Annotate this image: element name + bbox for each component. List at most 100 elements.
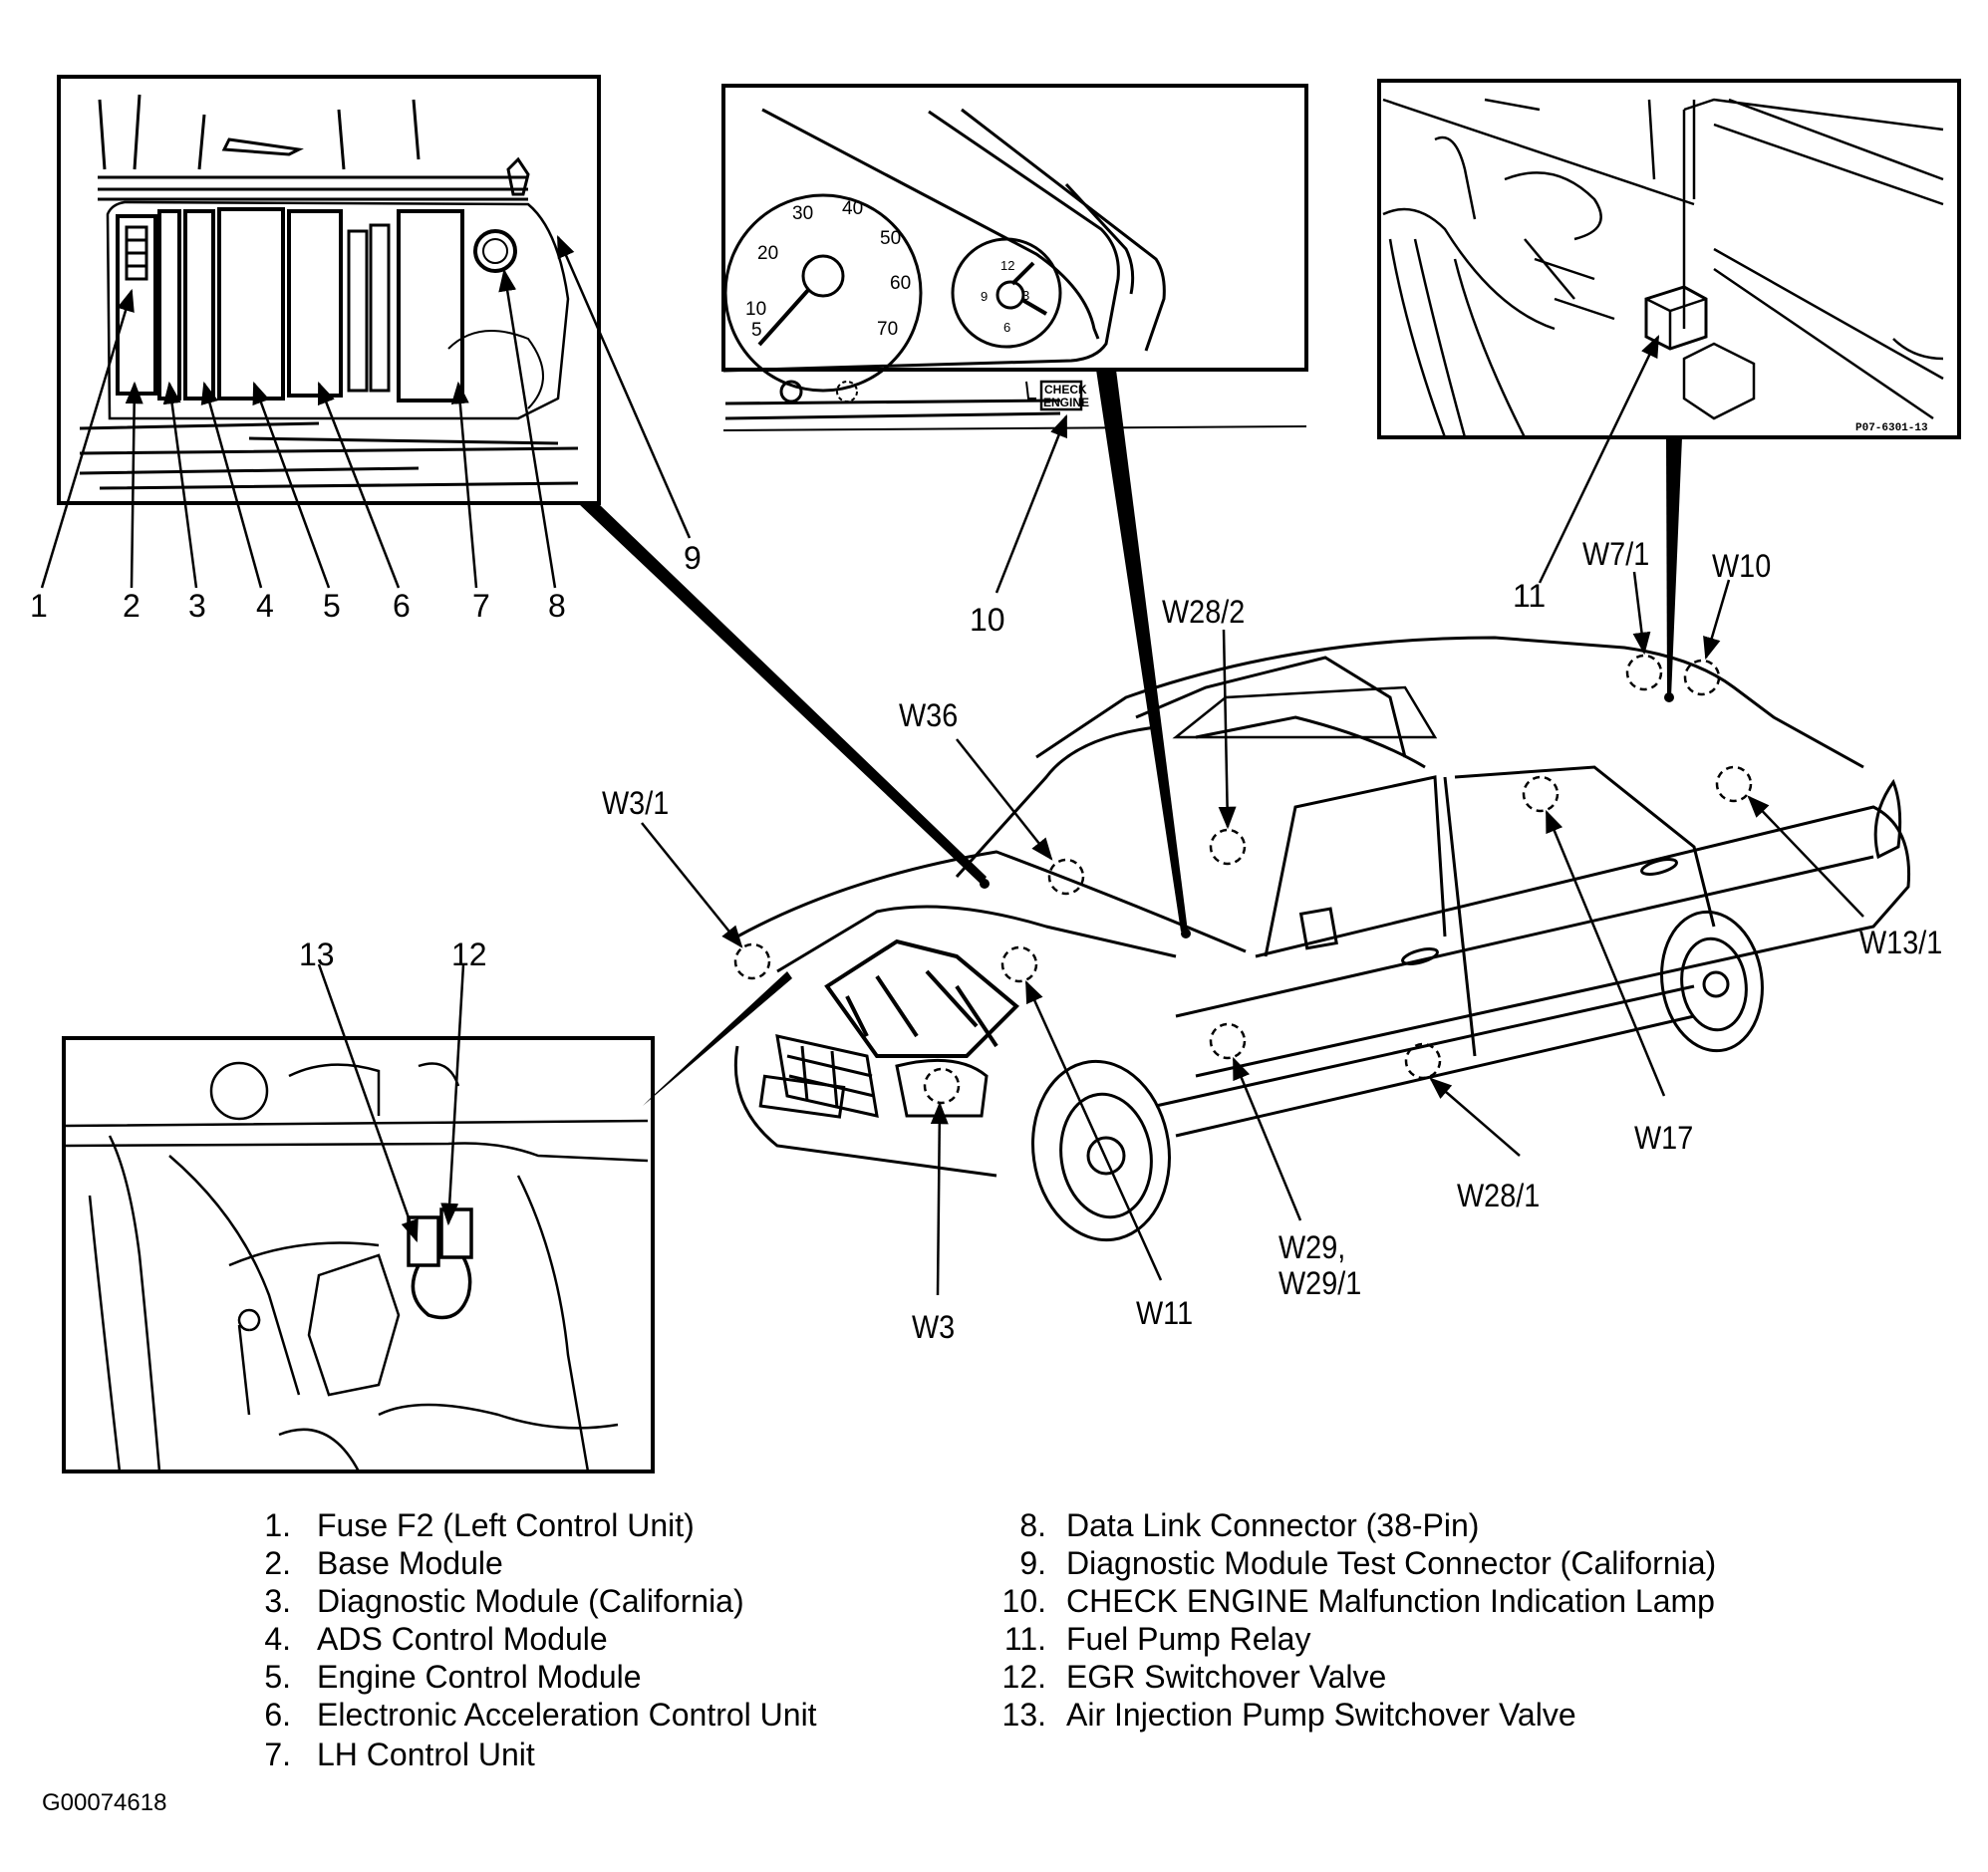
legend-text: Base Module <box>317 1545 503 1581</box>
callout-3: 3 <box>188 588 206 624</box>
relay-body <box>1644 285 1708 351</box>
marker-w10 <box>1683 659 1721 696</box>
label-w29-line1: W29, <box>1278 1229 1346 1265</box>
check-engine-line1: CHECK <box>1044 383 1087 397</box>
marker-w3-1 <box>733 942 771 980</box>
pointer-control-units <box>578 503 987 885</box>
marker-w29 <box>1209 1022 1247 1060</box>
connector-location-markers <box>733 654 1753 1105</box>
speedo-tick-60: 60 <box>890 273 911 294</box>
check-engine-lamp <box>1039 380 1083 411</box>
marker-w28-2 <box>1209 828 1247 866</box>
anchor-dot-control-units <box>980 879 990 889</box>
label-w36: W36 <box>899 697 959 733</box>
legend-text: Diagnostic Module Test Connector (Califo… <box>1066 1545 1717 1581</box>
legend-text: Electronic Acceleration Control Unit <box>317 1697 817 1733</box>
pointer-engine-bay <box>643 971 792 1106</box>
marker-w3 <box>923 1067 961 1105</box>
legend-number: 4. <box>264 1621 291 1657</box>
connector-leaders <box>641 571 1864 1296</box>
marker-w28-1 <box>1404 1042 1442 1080</box>
label-w3: W3 <box>912 1309 956 1345</box>
seatbelt-icon <box>1025 381 1036 400</box>
label-w11: W11 <box>1136 1295 1194 1331</box>
label-w28-2: W28/2 <box>1162 594 1246 630</box>
speedo-tick-50: 50 <box>880 228 901 249</box>
label-w13-1: W13/1 <box>1859 925 1943 960</box>
inset-frame <box>57 75 601 505</box>
legend-number: 2. <box>264 1545 291 1581</box>
abs-warning-icon <box>836 381 858 402</box>
marker-w7-1 <box>1625 654 1663 691</box>
legend-text: Diagnostic Module (California) <box>317 1583 744 1619</box>
legend-text: LH Control Unit <box>317 1737 535 1772</box>
legend-text: Data Link Connector (38-Pin) <box>1066 1507 1480 1543</box>
air-injection-valve <box>407 1215 440 1267</box>
inset-frame <box>62 1036 655 1473</box>
leader-11 <box>1538 334 1660 584</box>
speedo-tick-20: 20 <box>757 243 778 264</box>
legend-number: 11. <box>1003 1621 1046 1657</box>
figure-id: G00074618 <box>42 1789 167 1816</box>
legend-number: 7. <box>264 1737 291 1772</box>
clock-tick-3: 3 <box>1022 288 1029 303</box>
legend-number: 5. <box>264 1659 291 1695</box>
label-w29-line2: W29/1 <box>1278 1265 1362 1301</box>
callout-10: 10 <box>970 602 1005 638</box>
legend-number: 1. <box>264 1507 291 1543</box>
legend-text: Air Injection Pump Switchover Valve <box>1066 1697 1576 1733</box>
speedo-tick-10: 10 <box>745 299 766 320</box>
legend-text: EGR Switchover Valve <box>1066 1659 1387 1695</box>
legend-number: 12. <box>1001 1659 1046 1695</box>
callout-7: 7 <box>472 588 490 624</box>
anchor-dot-relay <box>1664 692 1674 702</box>
speedo-tick-30: 30 <box>792 203 813 224</box>
inset-instrument-cluster <box>721 84 1308 431</box>
inset-engine-bay <box>62 1036 655 1473</box>
legend-text: Engine Control Module <box>317 1659 642 1695</box>
callout-2: 2 <box>123 588 141 624</box>
label-w28-1: W28/1 <box>1457 1178 1541 1213</box>
pointer-fuel-pump-relay <box>1666 437 1682 697</box>
marker-w17 <box>1522 775 1560 813</box>
inset-control-units-leaders <box>40 234 692 589</box>
legend-number: 10. <box>1001 1583 1046 1619</box>
callout-11: 11 <box>1513 578 1547 614</box>
callout-9: 9 <box>684 540 702 576</box>
legend-text: ADS Control Module <box>317 1621 608 1657</box>
speedometer-dial <box>723 193 923 393</box>
inset-fuel-pump-relay <box>1377 79 1961 439</box>
speedo-tick-40: 40 <box>842 198 863 219</box>
legend-text: CHECK ENGINE Malfunction Indication Lamp <box>1066 1583 1715 1619</box>
check-engine-line2: ENGINE <box>1043 396 1089 409</box>
cluster-text: 5 10 20 30 40 50 60 70 12 3 6 9 CHECK EN… <box>745 198 1089 409</box>
brake-warning-icon <box>779 380 803 403</box>
callout-6: 6 <box>393 588 411 624</box>
legend-number: 6. <box>264 1697 291 1733</box>
callout-5: 5 <box>323 588 341 624</box>
egr-valve <box>439 1207 473 1259</box>
marker-w11 <box>1000 945 1038 983</box>
callout-1: 1 <box>30 588 48 624</box>
vehicle-drawing <box>733 636 1911 1242</box>
clock-tick-12: 12 <box>1000 258 1014 273</box>
clock-tick-9: 9 <box>981 289 988 304</box>
clock-tick-6: 6 <box>1003 320 1010 335</box>
leader-10 <box>994 413 1068 594</box>
callout-4: 4 <box>256 588 274 624</box>
label-w17: W17 <box>1634 1120 1694 1156</box>
label-w7-1: W7/1 <box>1582 536 1650 572</box>
callout-13: 13 <box>299 936 335 972</box>
marker-w36 <box>1047 858 1085 896</box>
legend-number: 8. <box>1019 1507 1046 1543</box>
marker-w13-1 <box>1715 765 1753 803</box>
callout-12: 12 <box>451 936 487 972</box>
inset-control-units <box>57 75 601 505</box>
inset-engine-bay-leaders <box>317 963 465 1243</box>
legend-number: 9. <box>1019 1545 1046 1581</box>
legend-text: Fuse F2 (Left Control Unit) <box>317 1507 695 1543</box>
label-w10: W10 <box>1712 548 1772 584</box>
inset-frame <box>721 84 1308 372</box>
speedo-tick-70: 70 <box>877 319 898 340</box>
